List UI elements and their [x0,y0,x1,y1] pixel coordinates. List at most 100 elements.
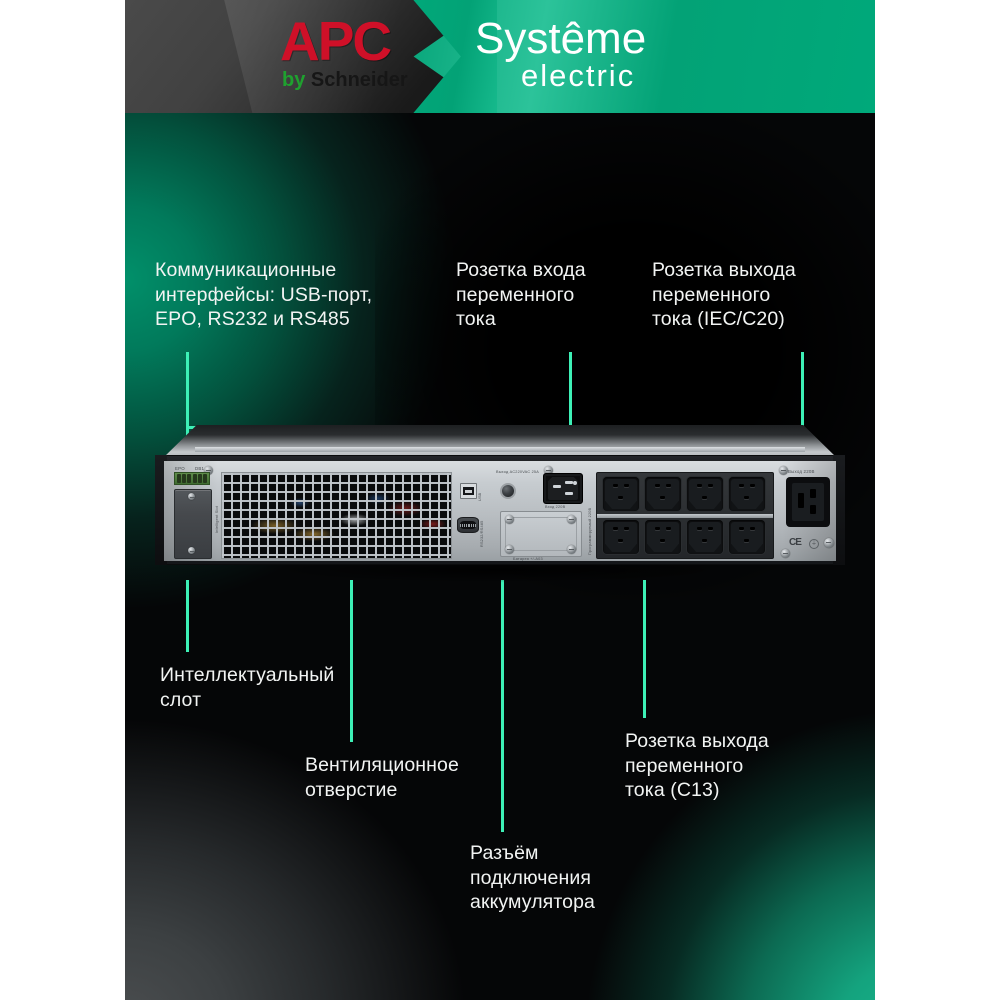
slot-screw-top [188,493,195,500]
ground-screw [824,538,834,548]
c13-hole [750,484,755,487]
device-top-cover [163,425,837,458]
c13-hole [697,484,702,487]
circuit-breaker-button[interactable] [500,483,516,499]
c13-hole [618,496,623,499]
callout-label-comm-interfaces: Коммуникационные интерфейсы: USB-порт, E… [155,259,373,330]
screw-bottom-right [781,549,790,558]
c13-hole [739,527,744,530]
c19-body [792,483,824,521]
c13-hole [708,527,713,530]
device-right-ear [833,455,845,565]
c13-shell [647,522,679,552]
c13-outlet[interactable] [687,520,723,554]
vent-grid-pattern [222,473,451,558]
c13-shell [689,479,721,509]
c13-hole [660,496,665,499]
ac-input-inlet-c20[interactable] [543,473,583,504]
ac-output-outlet-c19[interactable] [786,477,830,527]
usb-port[interactable] [460,483,477,499]
callout-label-ventilation: Вентиляционное отверстие [305,754,459,801]
c13-shell [731,479,763,509]
screw-top-center [544,466,553,475]
silk-usb: USB [478,492,482,501]
terminal-pin [203,474,208,483]
c13-outlet[interactable] [729,477,765,511]
c13-hole [697,527,702,530]
c13-hole [618,539,623,542]
apc-logo: APC by Schneider [280,14,420,99]
c13-outlet[interactable] [603,520,639,554]
c13-hole [739,484,744,487]
terminal-pin [192,474,197,483]
silk-programmable: Программируемый 220В [588,507,592,555]
battery-screw-tr [567,515,576,524]
c13-outlet[interactable] [645,520,681,554]
silk-epo-label: EPO [175,466,185,471]
c13-hole [702,496,707,499]
c13-shell [605,522,637,552]
c13-outlet[interactable] [729,520,765,554]
battery-connector-plate[interactable] [500,511,582,557]
inlet-pin-top [565,481,573,484]
ups-rear-panel: EPO DB1 Intelligent Slot [145,425,855,590]
inlet-pin-bottom [565,492,573,495]
c13-shell [731,522,763,552]
c13-outlet[interactable] [603,477,639,511]
c13-hole [744,496,749,499]
apc-byline: by Schneider [282,70,408,90]
screw-top-right [779,466,788,475]
c13-hole [655,484,660,487]
c19-hole-left [798,493,804,508]
intelligent-slot-cover[interactable] [174,489,212,559]
callout-label-ac-output-c13: Розетка выхода переменного тока (C13) [625,730,769,801]
epo-db1-terminal-block[interactable] [174,472,210,485]
c13-outlet[interactable] [645,477,681,511]
c13-shell [647,479,679,509]
systeme-electric-logo: Systême electric [475,16,725,96]
c13-outlet-bank [596,472,774,559]
bank-divider [597,514,773,518]
slot-screw-bottom [188,547,195,554]
terminal-pin [181,474,186,483]
c13-hole [744,539,749,542]
leader-battery-connector [501,580,504,832]
c19-hole-bottom [810,505,816,514]
terminal-pin [187,474,192,483]
callout-label-ac-output-c20: Розетка выхода переменного тока (IEC/C20… [652,259,796,330]
leader-smart-slot [186,580,189,652]
ventilation-grille [221,472,452,559]
leader-ac-input [569,352,572,468]
db9-pin-row [460,521,476,529]
leader-ventilation [350,580,353,742]
silk-input-label: Вход 220В [545,505,566,509]
device-top-highlight [195,447,805,452]
battery-screw-tl [505,515,514,524]
c13-hole [624,484,629,487]
terminal-pin [176,474,181,483]
apc-wordmark: APC [280,10,392,72]
screw-top-left [204,466,213,475]
silk-smart-slot: Intelligent Slot [215,505,219,533]
apc-byline-brand: Schneider [310,69,408,91]
c13-hole [655,527,660,530]
silk-db1-label: DB1 [195,466,205,471]
c13-hole [660,539,665,542]
db9-serial-port[interactable] [457,517,479,533]
callout-label-ac-input-socket: Розетка входа переменного тока [456,259,586,330]
c13-hole [666,527,671,530]
c19-hole-top [810,489,816,498]
c13-hole [624,527,629,530]
content-panel: APC by Schneider Systême electric Коммун… [125,0,875,1000]
systeme-logo-line1: Systême [475,14,647,63]
battery-screw-bl [505,545,514,554]
systeme-logo-line2: electric [521,58,636,93]
leader-comm-vertical-left [186,352,189,457]
c13-outlet[interactable] [687,477,723,511]
c13-hole [708,484,713,487]
c13-hole [702,539,707,542]
ground-symbol-icon: ⏚ [809,539,819,549]
battery-screw-br [567,545,576,554]
c13-hole [666,484,671,487]
battery-plate-inner [505,517,577,551]
